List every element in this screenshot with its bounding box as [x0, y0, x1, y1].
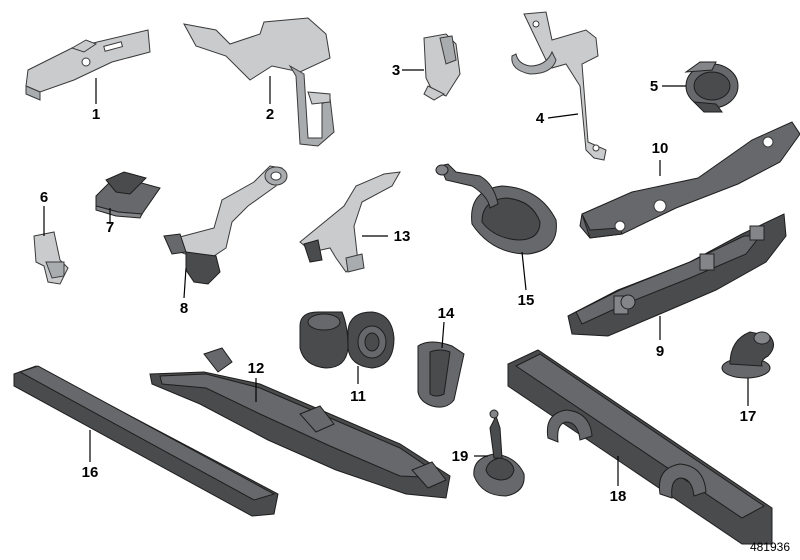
callout-7: 7 — [105, 219, 115, 236]
leader-lines — [43, 69, 749, 486]
callout-1: 1 — [91, 106, 101, 123]
part-6-small-clip[interactable] — [33, 231, 69, 285]
callout-9: 9 — [655, 343, 665, 360]
callout-8: 8 — [179, 300, 189, 317]
callout-2: 2 — [265, 106, 275, 123]
part-19-cable-grommet[interactable] — [473, 409, 525, 497]
part-10-long-cover[interactable] — [579, 121, 800, 239]
callout-19: 19 — [451, 448, 469, 465]
part-18-cable-channel[interactable] — [507, 349, 773, 545]
part-15-cable-grommet[interactable] — [435, 163, 557, 255]
callout-12: 12 — [247, 360, 265, 377]
callout-14: 14 — [437, 305, 455, 322]
part-2-bent-bracket[interactable] — [183, 17, 335, 147]
part-16-flat-strip[interactable] — [13, 365, 279, 517]
part-9-relay-tray[interactable] — [567, 213, 787, 337]
callout-17: 17 — [739, 408, 757, 425]
part-1-metal-bracket[interactable] — [25, 29, 151, 101]
callout-18: 18 — [609, 488, 627, 505]
part-7-plastic-cap[interactable] — [95, 171, 161, 219]
part-4-clamp-bracket[interactable] — [511, 11, 607, 161]
part-12-clip-rail[interactable] — [149, 347, 451, 499]
callout-11: 11 — [350, 388, 366, 405]
callout-16: 16 — [81, 464, 99, 481]
callout-13: 13 — [393, 228, 411, 245]
callout-6: 6 — [39, 189, 49, 206]
callout-15: 15 — [517, 292, 535, 309]
part-11-grommets[interactable] — [299, 311, 395, 369]
callout-5: 5 — [649, 78, 659, 95]
callout-3: 3 — [391, 62, 401, 79]
part-14-half-shell[interactable] — [417, 341, 465, 408]
part-17-angled-grommet[interactable] — [721, 331, 774, 379]
part-8-wire-bracket[interactable] — [163, 165, 288, 285]
callout-10: 10 — [651, 140, 669, 157]
diagram-id-label: 481936 — [749, 540, 790, 554]
callout-4: 4 — [535, 110, 545, 127]
part-5-ring-grommet[interactable] — [684, 61, 739, 113]
part-13-bent-bracket[interactable] — [299, 171, 401, 273]
part-3-small-bracket[interactable] — [423, 33, 461, 101]
